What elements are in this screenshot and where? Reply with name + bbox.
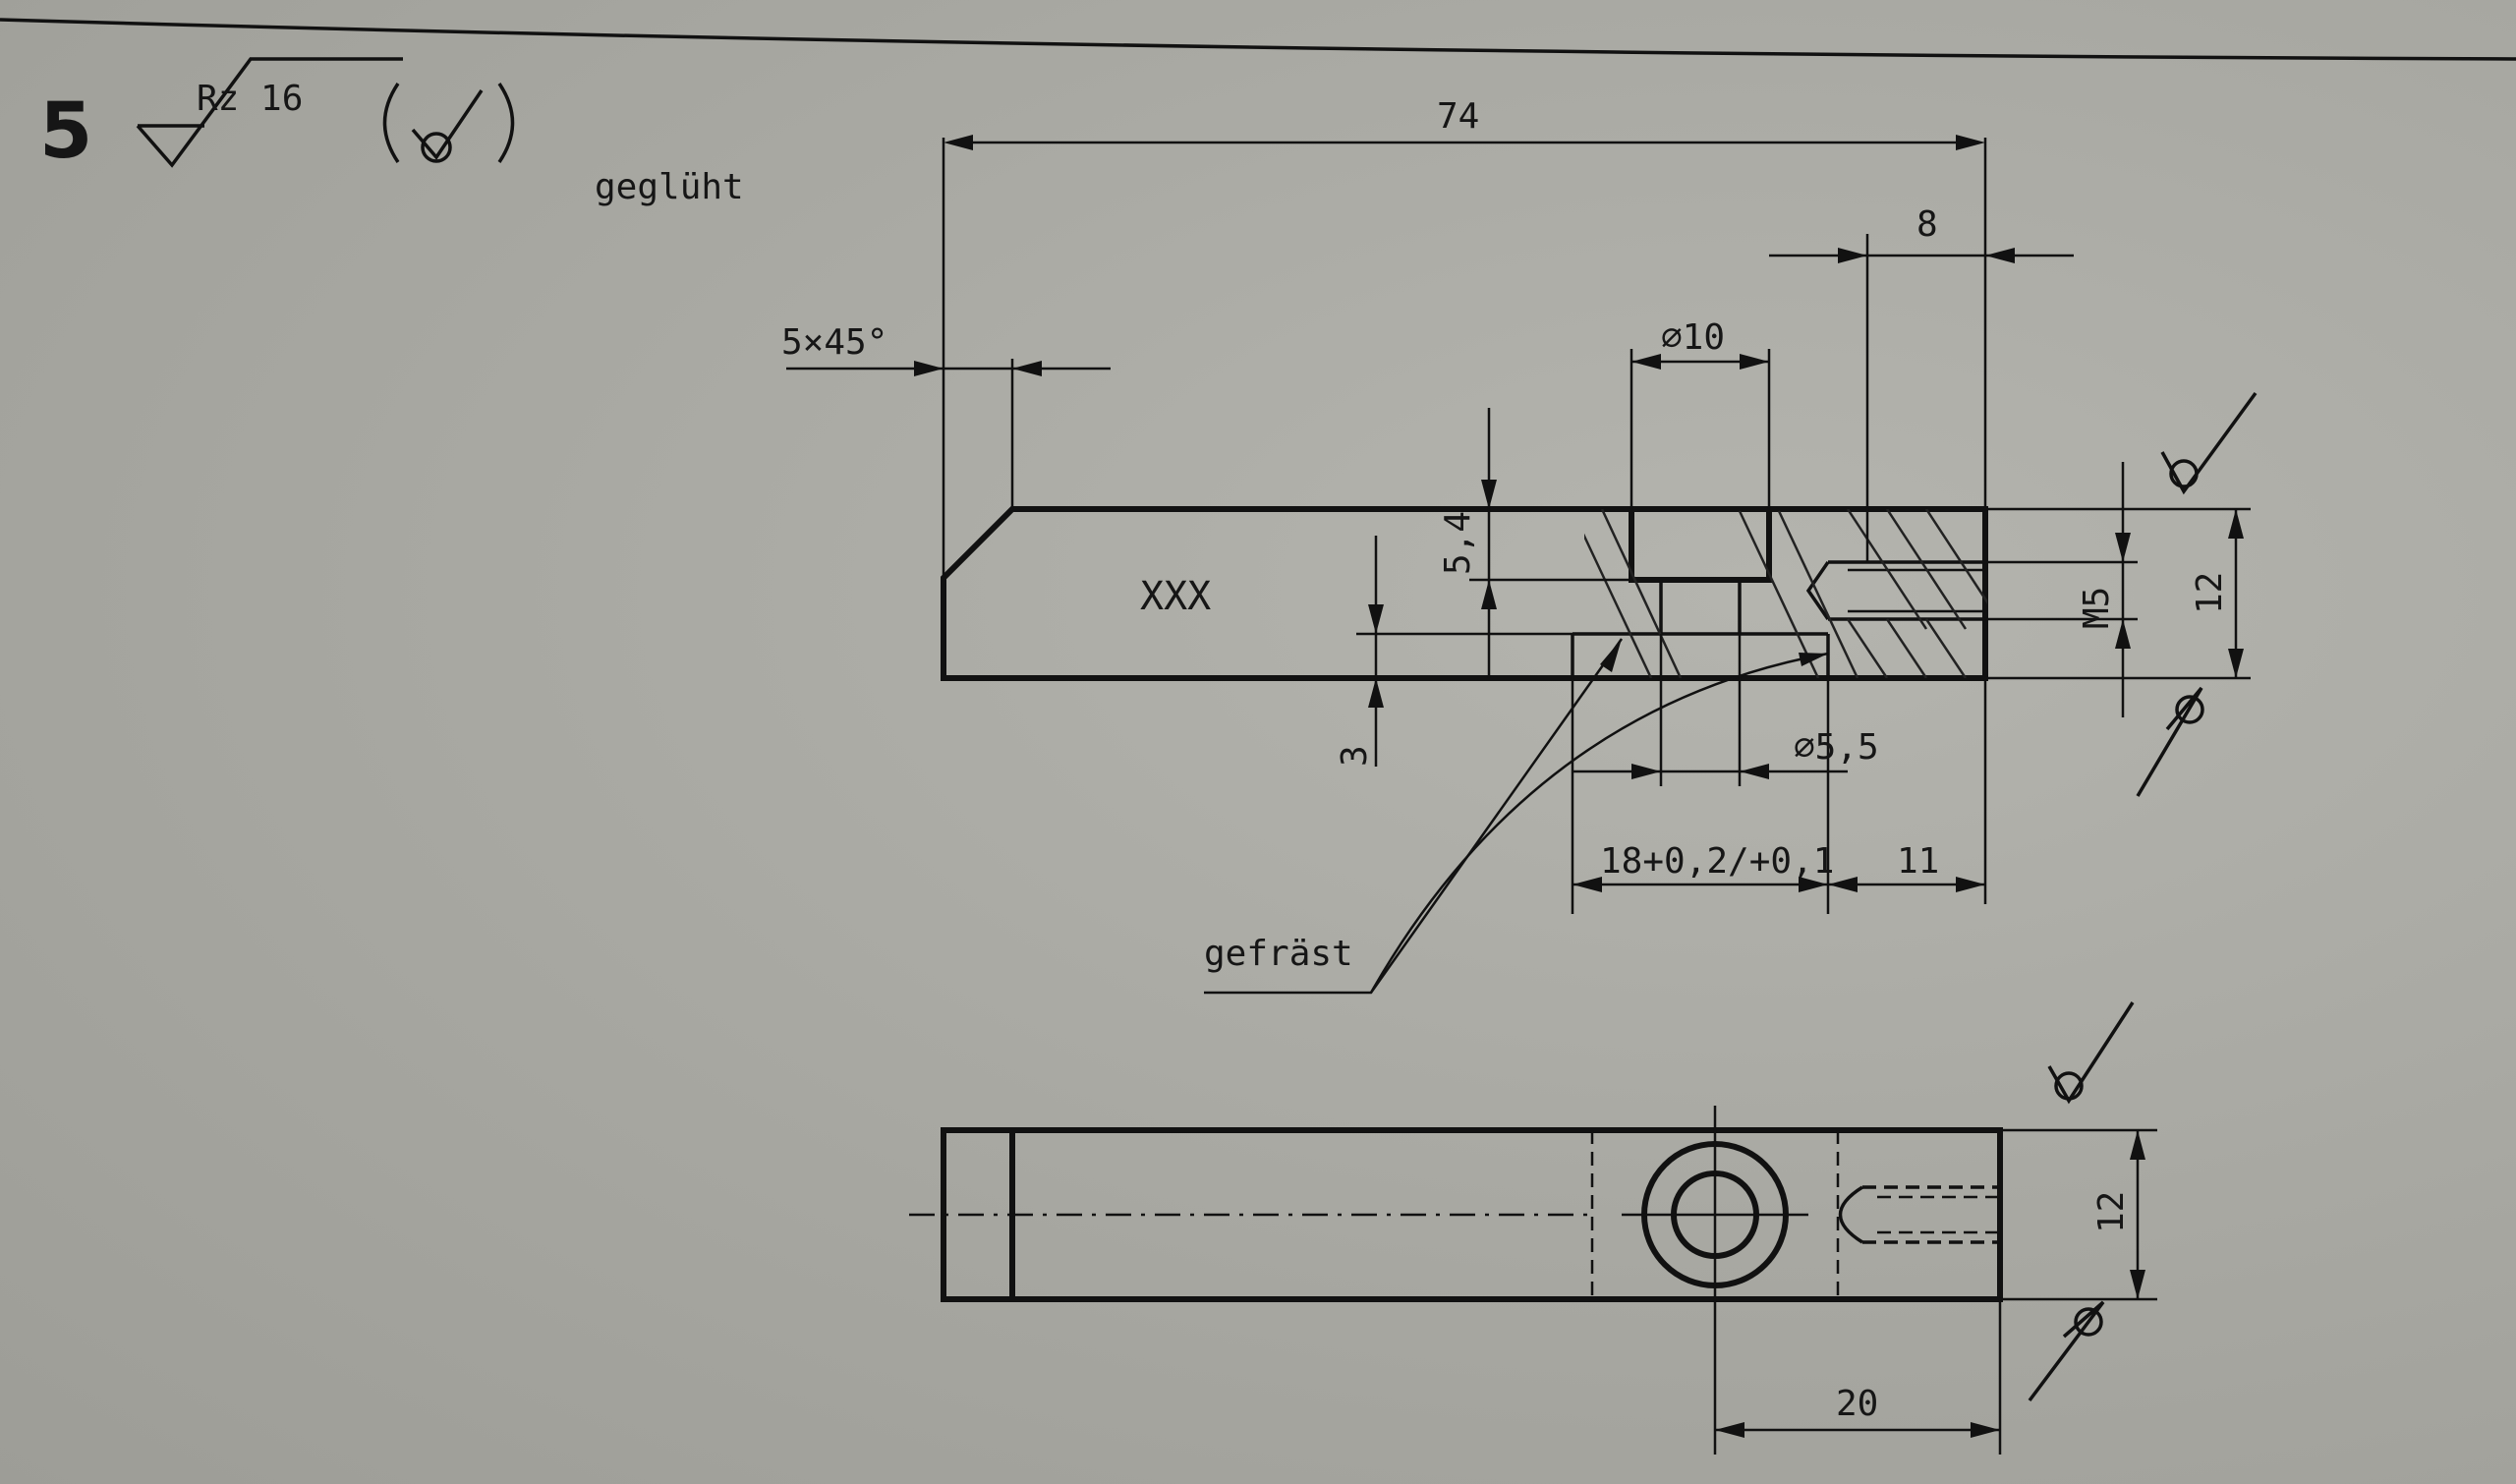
dimension-11-label: 11: [1897, 841, 1939, 882]
dimension-8-label: 8: [1916, 204, 1938, 245]
dimension-diameter-5-5-label: ⌀5,5: [1794, 727, 1879, 768]
dimension-20: [1713, 1299, 2002, 1455]
dimension-chamfer: [786, 359, 1111, 509]
dimension-5-4-label: 5,4: [1438, 511, 1478, 575]
dimension-12-side: [1985, 507, 2251, 680]
milled-note: gefräst: [1204, 934, 1353, 974]
roughness-bracket-symbol-icon: [382, 83, 515, 163]
item-number: 5: [39, 87, 92, 176]
surface-symbol-bottom-icon: [2136, 686, 2204, 797]
dimension-74-label: 74: [1437, 96, 1479, 137]
roughness-value: Rz 16: [197, 79, 303, 119]
dimension-12-top-label: 12: [2091, 1191, 2132, 1233]
dimension-3: [1356, 536, 1572, 767]
dimension-12-top: [2000, 1128, 2157, 1301]
dimension-slot-width-label: 18+0,2/+0,1: [1600, 841, 1834, 882]
dimension-chamfer-label: 5×45°: [781, 322, 887, 363]
sheet-border-line: [0, 18, 2516, 61]
surface-symbol-topview-top-icon: [2047, 1001, 2135, 1105]
dimension-diameter-10-label: ⌀10: [1661, 317, 1725, 358]
front-section-view: XXX: [941, 506, 1988, 681]
dimension-diameter-10: [1630, 349, 1771, 509]
top-view: [909, 1106, 2003, 1322]
surface-symbol-top-icon: [2160, 391, 2258, 495]
treatment-note: geglüht: [595, 167, 744, 207]
roughness-symbol-icon: [136, 57, 403, 168]
dimension-m5-label: M5: [2077, 587, 2117, 629]
dimension-8: [1769, 234, 2074, 562]
surface-symbol-topview-bottom-icon: [2028, 1300, 2105, 1402]
dimension-20-label: 20: [1836, 1384, 1878, 1424]
dimension-slot-width: [1572, 678, 1987, 904]
dimension-m5: [1985, 462, 2138, 717]
part-marking: XXX: [1140, 574, 1211, 619]
dimension-3-label: 3: [1335, 745, 1375, 767]
dimension-74: [942, 135, 1987, 578]
dimension-12-side-label: 12: [2190, 572, 2230, 614]
milled-leader-line: [1204, 638, 1829, 995]
dimension-diameter-5-5: [1571, 634, 1848, 914]
dimension-5-4: [1469, 408, 1631, 678]
